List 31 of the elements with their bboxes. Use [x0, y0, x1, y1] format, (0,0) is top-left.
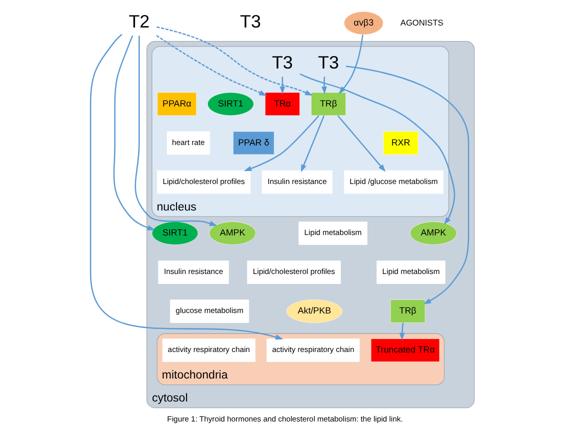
arrow [113, 35, 156, 230]
arrow [156, 26, 313, 96]
arrow [156, 35, 267, 96]
node-ellipse: Akt/PKB [286, 300, 342, 323]
arrow [399, 322, 405, 341]
arrow [300, 115, 325, 172]
node-box: PPAR δ [233, 131, 274, 155]
arrow [337, 115, 386, 172]
arrow [244, 115, 320, 172]
node-box: Truncated TRα [370, 338, 440, 362]
node-ellipse: αvβ3 [344, 11, 384, 35]
node-box: RXR [383, 131, 418, 155]
node-ellipse: AMPK [410, 222, 457, 245]
node-box: TRα [265, 92, 300, 116]
node-text: T2 [128, 12, 150, 32]
arrow [90, 34, 284, 340]
node-box: TRβ [311, 92, 346, 116]
node-box: PPARα [157, 92, 197, 116]
arrow [322, 76, 327, 94]
node-text: T3 [240, 12, 261, 32]
arrow [134, 36, 218, 226]
node-text: T3 [272, 52, 293, 72]
arrow [346, 66, 470, 304]
node-text: AGONISTS [400, 17, 444, 28]
node-ellipse: SIRT1 [152, 222, 198, 245]
arrow [338, 34, 364, 94]
arrow [280, 76, 286, 94]
node-box: TRβ [390, 300, 426, 323]
node-text: T3 [318, 52, 339, 72]
arrow [300, 73, 456, 225]
node-ellipse: SIRT1 [207, 92, 254, 116]
